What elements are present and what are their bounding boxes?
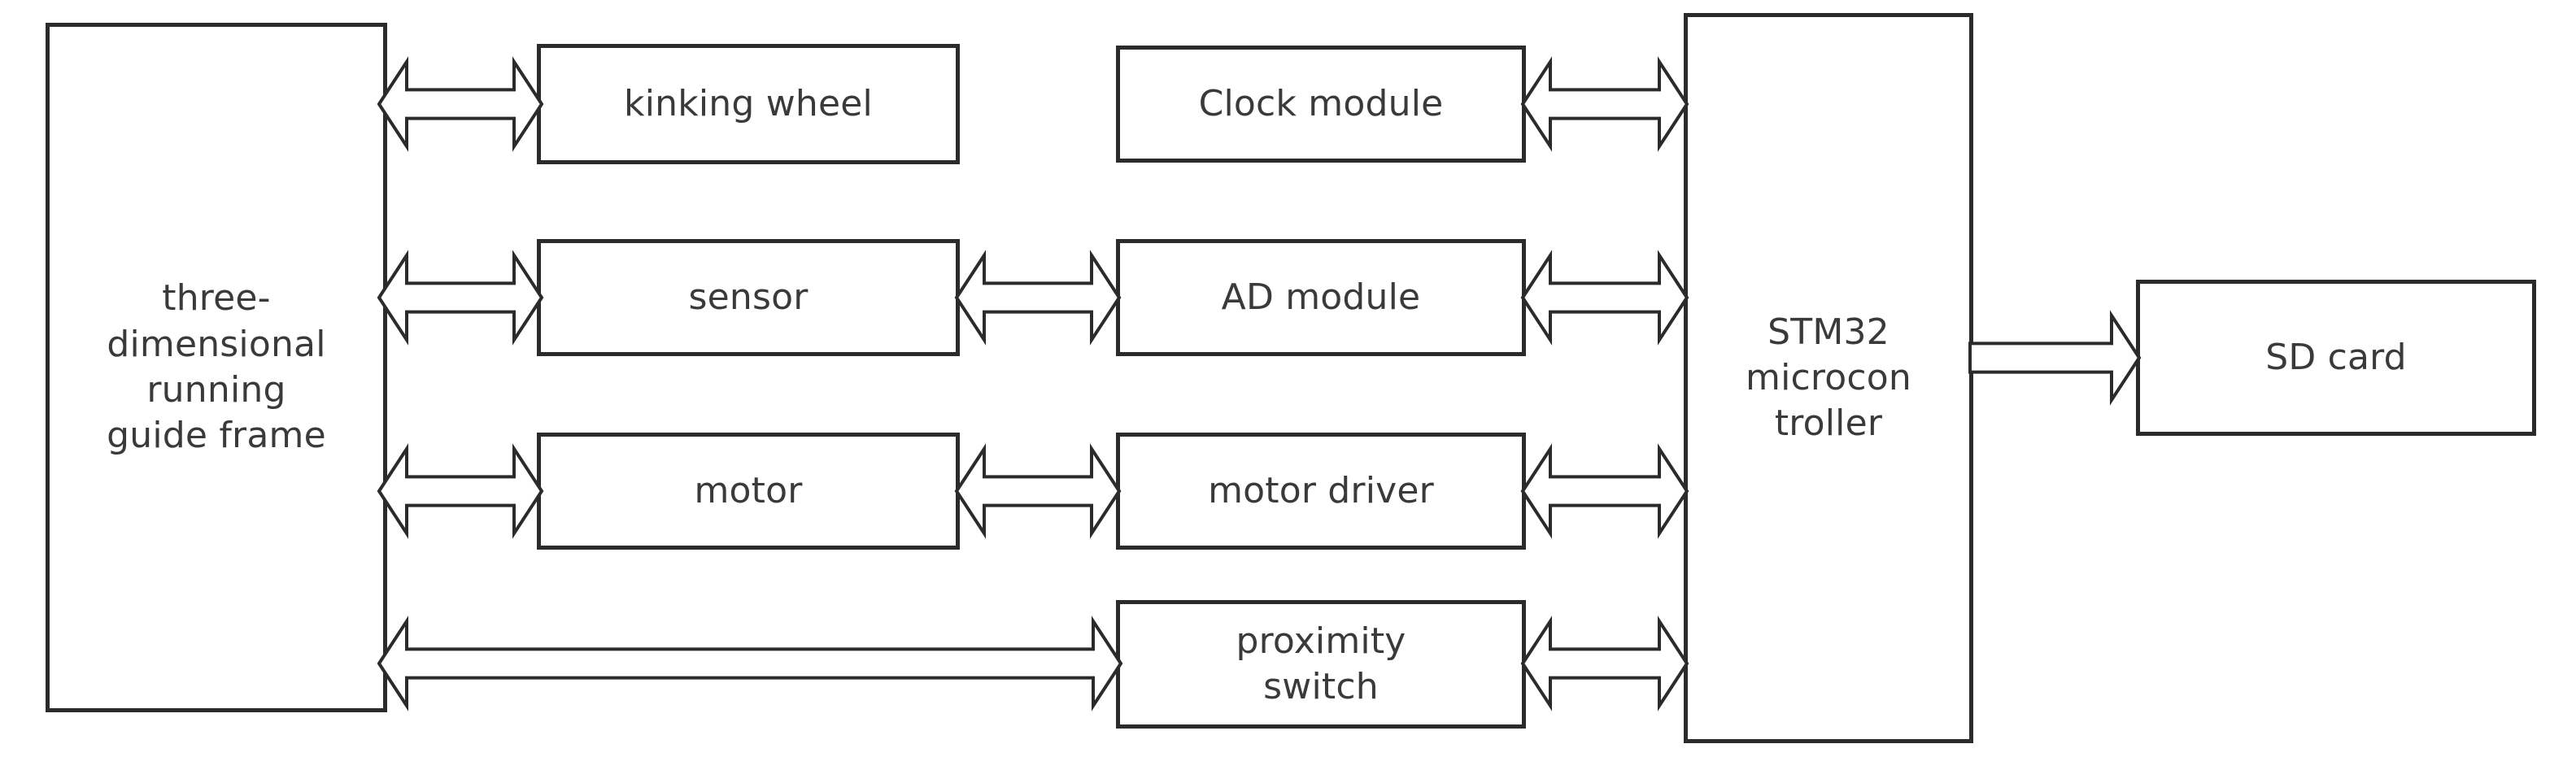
node-label-ad-module: AD module xyxy=(1221,276,1421,318)
arrow-shape xyxy=(1520,616,1689,711)
node-label-kinking-wheel: kinking wheel xyxy=(624,82,873,124)
node-clock-module[interactable]: Clock module xyxy=(1116,46,1526,163)
arrow-shape xyxy=(377,250,544,346)
node-ad-module[interactable]: AD module xyxy=(1116,239,1526,356)
connector-frame-motor xyxy=(377,443,544,539)
node-sensor[interactable]: sensor xyxy=(537,239,960,356)
connector-frame-kinking-wheel xyxy=(377,56,544,152)
connector-sensor-ad-module xyxy=(954,250,1122,346)
connector-motor-motor-driver xyxy=(954,443,1122,539)
node-proximity-switch[interactable]: proximity switch xyxy=(1116,600,1526,729)
node-label-frame: three- dimensional running guide frame xyxy=(107,277,326,457)
node-kinking-wheel[interactable]: kinking wheel xyxy=(537,44,960,164)
connector-stm32-sd-card xyxy=(1968,310,2142,406)
arrow-shape xyxy=(377,443,544,539)
node-frame[interactable]: three- dimensional running guide frame xyxy=(46,23,387,712)
arrow-shape xyxy=(377,616,1123,711)
node-sd-card[interactable]: SD card xyxy=(2136,280,2536,436)
node-stm32[interactable]: STM32 microcon troller xyxy=(1684,13,1973,743)
connector-clock-module-stm32 xyxy=(1520,56,1689,152)
connector-motor-driver-stm32 xyxy=(1520,443,1689,539)
arrow-shape xyxy=(954,250,1122,346)
node-label-sensor: sensor xyxy=(688,276,809,318)
connector-proximity-switch-stm32 xyxy=(1520,616,1689,711)
arrow-shape xyxy=(1520,443,1689,539)
node-label-sd-card: SD card xyxy=(2265,336,2407,378)
node-label-clock-module: Clock module xyxy=(1198,82,1444,124)
arrow-shape xyxy=(954,443,1122,539)
node-motor-driver[interactable]: motor driver xyxy=(1116,433,1526,550)
connector-ad-module-stm32 xyxy=(1520,250,1689,346)
node-label-stm32: STM32 microcon troller xyxy=(1746,311,1911,445)
arrow-shape xyxy=(377,56,544,152)
node-label-motor-driver: motor driver xyxy=(1208,469,1434,511)
connector-frame-sensor xyxy=(377,250,544,346)
node-motor[interactable]: motor xyxy=(537,433,960,550)
arrow-shape xyxy=(1520,250,1689,346)
node-label-proximity-switch: proximity switch xyxy=(1236,620,1406,707)
node-label-motor: motor xyxy=(694,469,803,511)
connector-frame-proximity-switch xyxy=(377,616,1123,711)
arrow-shape xyxy=(1968,310,2142,406)
arrow-shape xyxy=(1520,56,1689,152)
